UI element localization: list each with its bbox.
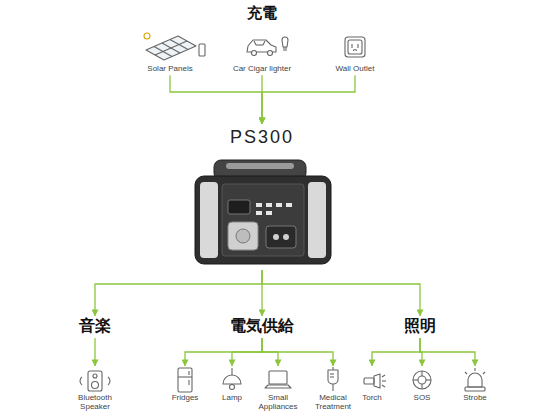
label-text: Small Appliances <box>253 393 303 411</box>
category-label: 音楽 <box>79 316 111 336</box>
use-label: SOS <box>402 366 442 402</box>
category-label: 電気供給 <box>230 316 294 336</box>
category-text: 電気供給 <box>230 316 294 336</box>
connector <box>185 338 262 366</box>
source-label: Solar Panels <box>140 30 200 73</box>
solar-panel-icon <box>144 33 205 60</box>
use-label: Medical Treatment <box>308 366 358 411</box>
label-text: PS300 <box>187 126 337 148</box>
wall-outlet-icon <box>345 37 365 57</box>
heading: 充電 <box>0 3 524 23</box>
car-icon <box>247 37 288 56</box>
connector <box>262 270 420 316</box>
connector <box>170 75 262 124</box>
category-text: 照明 <box>404 316 436 336</box>
power-station-illustration <box>195 160 331 264</box>
speaker-icon <box>80 371 110 391</box>
use-label: Torch <box>354 366 390 402</box>
lamp-icon <box>223 368 241 390</box>
use-label: Strobe <box>455 366 495 402</box>
source-label: Car Cigar lighter <box>222 30 302 73</box>
use-label: Small Appliances <box>253 366 303 411</box>
fridge-icon <box>178 368 192 392</box>
category-label: 照明 <box>404 316 436 336</box>
beacon-icon <box>465 368 485 391</box>
lifebuoy-icon <box>413 371 431 389</box>
label-text: Solar Panels <box>140 64 200 73</box>
label-text: Strobe <box>455 393 495 402</box>
connector <box>372 338 420 366</box>
connector <box>262 75 355 124</box>
torch-icon <box>364 374 386 388</box>
label-text: Torch <box>354 393 390 402</box>
connector <box>262 338 333 366</box>
category-text: 音楽 <box>79 316 111 336</box>
use-label: Fridges <box>165 366 205 402</box>
connector <box>420 338 475 366</box>
label-text: Lamp <box>212 393 252 402</box>
label-text: Wall Outlet <box>325 64 385 73</box>
label-text: Medical Treatment <box>308 393 358 411</box>
use-label: Lamp <box>212 366 252 402</box>
label-text: SOS <box>402 393 442 402</box>
connector <box>94 338 95 366</box>
label-text: Car Cigar lighter <box>222 64 302 73</box>
connector <box>95 270 262 316</box>
product-node: PS300 <box>187 124 337 268</box>
label-text: Bluetooth Speaker <box>70 393 120 411</box>
label-text: Fridges <box>165 393 205 402</box>
laptop-icon <box>265 371 291 388</box>
source-label: Wall Outlet <box>325 30 385 73</box>
medical-icon <box>328 367 338 391</box>
connector <box>232 338 262 366</box>
use-label: Bluetooth Speaker <box>70 366 120 411</box>
